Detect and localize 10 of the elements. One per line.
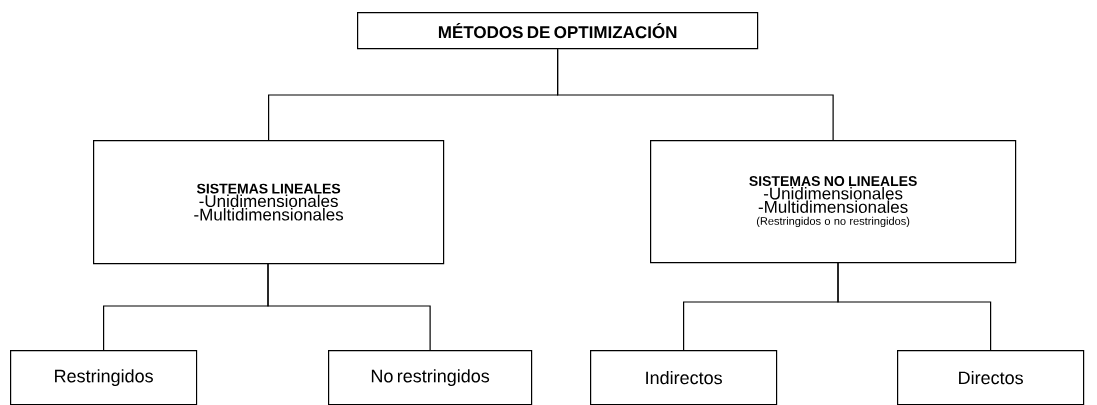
leaf-box: Directos [897, 350, 1085, 405]
title-box: MÉTODOS DE OPTIMIZACIÓN [357, 12, 759, 50]
category-box: SISTEMAS NO LINEALES -Unidimensionales -Multidimensionales (Restringidos o no restringidos) [650, 140, 1017, 264]
category-box: SISTEMAS LINEALES -Unidimensionales -Multidimensionales [93, 140, 445, 265]
leaf-box: Indirectos [590, 350, 778, 405]
leaf-box: No restringidos [328, 350, 533, 405]
connector-line [557, 48, 834, 141]
leaf-box: Restringidos [10, 350, 198, 405]
connector-line [267, 262, 431, 351]
connector-line [837, 261, 992, 351]
